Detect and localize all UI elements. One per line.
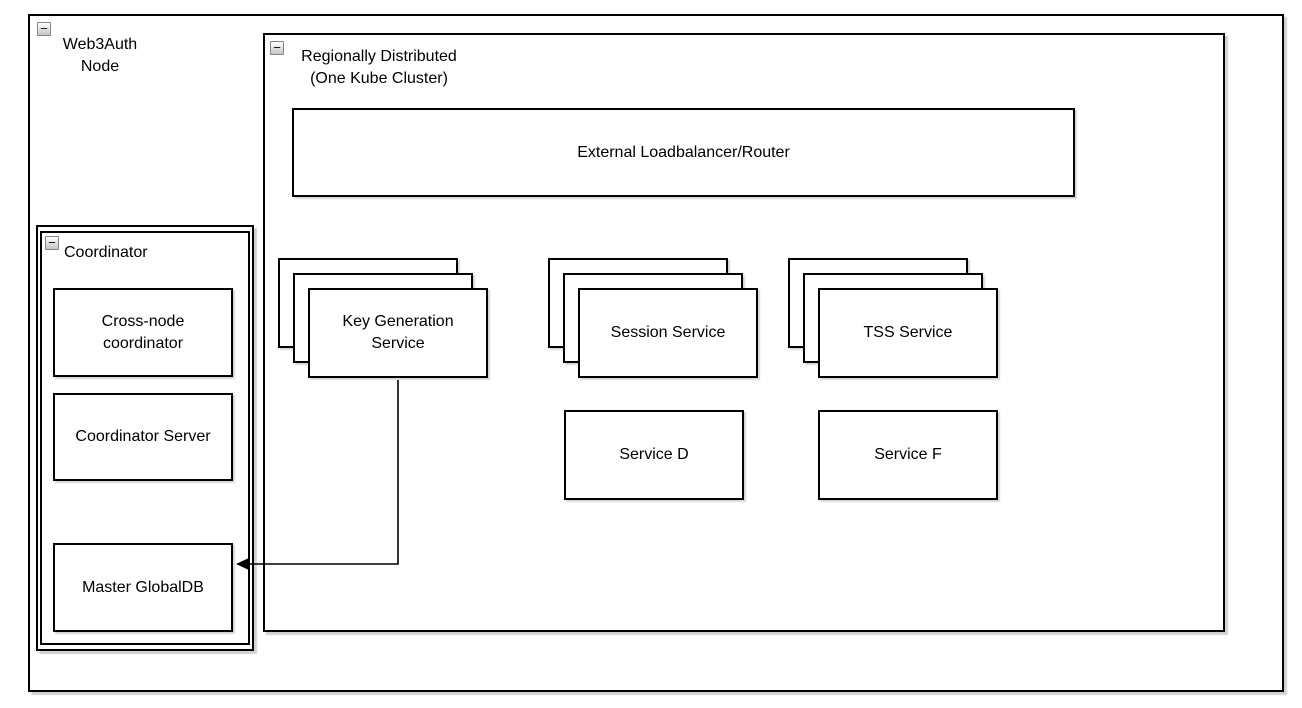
coordinator-title: Coordinator bbox=[64, 244, 148, 261]
service-f-label: Service F bbox=[874, 446, 942, 463]
external-loadbalancer-box[interactable]: External Loadbalancer/Router bbox=[292, 108, 1075, 197]
service-d-label: Service D bbox=[619, 446, 689, 463]
master-globaldb-box[interactable]: Master GlobalDB bbox=[53, 543, 233, 632]
coordinator-server-box[interactable]: Coordinator Server bbox=[53, 393, 233, 481]
collapse-icon[interactable]: − bbox=[37, 22, 51, 36]
regionally-distributed-title-line1: Regionally Distributed bbox=[301, 48, 457, 65]
web3auth-node-title: Web3Auth Node bbox=[52, 34, 148, 78]
service-d-box[interactable]: Service D bbox=[564, 410, 744, 500]
cross-node-coordinator-box[interactable]: Cross-node coordinator bbox=[53, 288, 233, 377]
coordinator-server-label: Coordinator Server bbox=[75, 428, 211, 445]
regionally-distributed-title-line2: (One Kube Cluster) bbox=[310, 70, 448, 87]
web3auth-node-title-line2: Node bbox=[80, 58, 120, 75]
collapse-icon[interactable]: − bbox=[45, 236, 59, 250]
session-service-box[interactable]: Session Service bbox=[578, 288, 758, 378]
master-globaldb-label: Master GlobalDB bbox=[82, 578, 204, 596]
web3auth-node-title-line1: Web3Auth bbox=[62, 36, 138, 53]
keygen-service-label: Key Generation Service bbox=[342, 313, 454, 352]
service-f-box[interactable]: Service F bbox=[818, 410, 998, 500]
external-loadbalancer-label: External Loadbalancer/Router bbox=[577, 143, 790, 161]
collapse-icon[interactable]: − bbox=[270, 41, 284, 55]
session-service-label: Session Service bbox=[610, 324, 726, 341]
tss-service-box[interactable]: TSS Service bbox=[818, 288, 998, 378]
tss-service-label: TSS Service bbox=[863, 324, 953, 341]
cross-node-coordinator-label: Cross-node coordinator bbox=[101, 312, 185, 352]
regionally-distributed-title: Regionally Distributed (One Kube Cluster… bbox=[288, 46, 470, 90]
keygen-service-box[interactable]: Key Generation Service bbox=[308, 288, 488, 378]
